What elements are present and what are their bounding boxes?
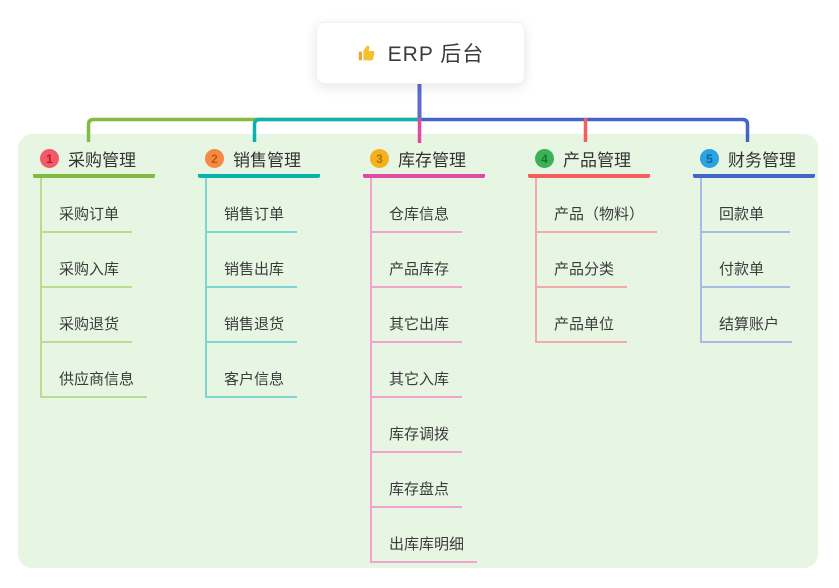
- child-item-label: 销售退货: [224, 316, 285, 333]
- child-item[interactable]: 产品（物料）: [537, 178, 658, 233]
- child-item-label: 回款单: [719, 206, 765, 223]
- child-item-label: 产品单位: [554, 316, 615, 333]
- branch-children-list: 销售订单销售出库销售退货客户信息: [205, 178, 298, 398]
- branch-children-list: 产品（物料） 产品分类产品单位: [535, 178, 658, 343]
- child-item[interactable]: 库存调拨: [372, 398, 463, 453]
- branch-children-list: 仓库信息产品库存其它出库其它入库库存调拨库存盘点出库库明细: [370, 178, 478, 563]
- child-item-label: 其它出库: [389, 316, 450, 333]
- child-item[interactable]: 其它出库: [372, 288, 463, 343]
- branch-label: 财务管理: [728, 151, 796, 170]
- branch-column: 4 产品管理 产品（物料） 产品分类产品单位: [528, 147, 688, 343]
- child-item[interactable]: 产品库存: [372, 233, 463, 288]
- root-title: ERP 后台: [387, 43, 485, 66]
- branch-number-badge: 3: [370, 149, 389, 168]
- child-item[interactable]: 销售订单: [207, 178, 298, 233]
- child-item[interactable]: 其它入库: [372, 343, 463, 398]
- branch-title[interactable]: 5 财务管理: [693, 147, 815, 178]
- child-item-label: 产品（物料）: [554, 206, 645, 223]
- child-item[interactable]: 销售出库: [207, 233, 298, 288]
- thumbs-up-icon: [357, 42, 379, 64]
- child-item[interactable]: 销售退货: [207, 288, 298, 343]
- branch-title[interactable]: 2 销售管理: [198, 147, 320, 178]
- child-item[interactable]: 供应商信息: [42, 343, 148, 398]
- branch-label: 库存管理: [398, 151, 466, 170]
- child-item-label: 采购退货: [59, 316, 120, 333]
- child-item-label: 供应商信息: [59, 371, 135, 388]
- child-item[interactable]: 出库库明细: [372, 508, 478, 563]
- branch-number-badge: 1: [40, 149, 59, 168]
- branch-column: 1 采购管理 采购订单采购入库采购退货供应商信息: [33, 147, 193, 398]
- child-item[interactable]: 库存盘点: [372, 453, 463, 508]
- child-item[interactable]: 付款单: [702, 233, 790, 288]
- child-item-label: 销售订单: [224, 206, 285, 223]
- child-item-label: 付款单: [719, 261, 765, 278]
- branch-number-badge: 5: [700, 149, 719, 168]
- branch-label: 采购管理: [68, 151, 136, 170]
- child-item[interactable]: 仓库信息: [372, 178, 463, 233]
- child-item-label: 采购入库: [59, 261, 120, 278]
- child-item-label: 仓库信息: [389, 206, 450, 223]
- child-item-label: 产品分类: [554, 261, 615, 278]
- child-item[interactable]: 采购订单: [42, 178, 133, 233]
- child-item-label: 出库库明细: [389, 536, 465, 553]
- child-item[interactable]: 采购退货: [42, 288, 133, 343]
- branch-children-list: 采购订单采购入库采购退货供应商信息: [40, 178, 148, 398]
- branch-label: 产品管理: [563, 151, 631, 170]
- branch-title[interactable]: 4 产品管理: [528, 147, 650, 178]
- branch-title[interactable]: 1 采购管理: [33, 147, 155, 178]
- child-item[interactable]: 客户信息: [207, 343, 298, 398]
- branches-panel: [18, 134, 818, 568]
- child-item[interactable]: 结算账户: [702, 288, 793, 343]
- branch-title[interactable]: 3 库存管理: [363, 147, 485, 178]
- branch-children-list: 回款单付款单结算账户: [700, 178, 793, 343]
- branch-column: 5 财务管理 回款单付款单结算账户: [693, 147, 839, 343]
- child-item-label: 其它入库: [389, 371, 450, 388]
- child-item-label: 销售出库: [224, 261, 285, 278]
- child-item-label: 客户信息: [224, 371, 285, 388]
- child-item-label: 库存盘点: [389, 481, 450, 498]
- child-item-label: 库存调拨: [389, 426, 450, 443]
- child-item[interactable]: 采购入库: [42, 233, 133, 288]
- child-item[interactable]: 产品单位: [537, 288, 628, 343]
- branch-number-badge: 4: [535, 149, 554, 168]
- child-item-label: 产品库存: [389, 261, 450, 278]
- child-item[interactable]: 回款单: [702, 178, 790, 233]
- branch-column: 2 销售管理 销售订单销售出库销售退货客户信息: [198, 147, 358, 398]
- child-item[interactable]: 产品分类: [537, 233, 628, 288]
- root-node[interactable]: ERP 后台: [316, 22, 525, 84]
- child-item-label: 采购订单: [59, 206, 120, 223]
- branch-number-badge: 2: [205, 149, 224, 168]
- branch-column: 3 库存管理 仓库信息产品库存其它出库其它入库库存调拨库存盘点出库库明细: [363, 147, 523, 563]
- child-item-label: 结算账户: [719, 316, 780, 333]
- branch-label: 销售管理: [233, 151, 301, 170]
